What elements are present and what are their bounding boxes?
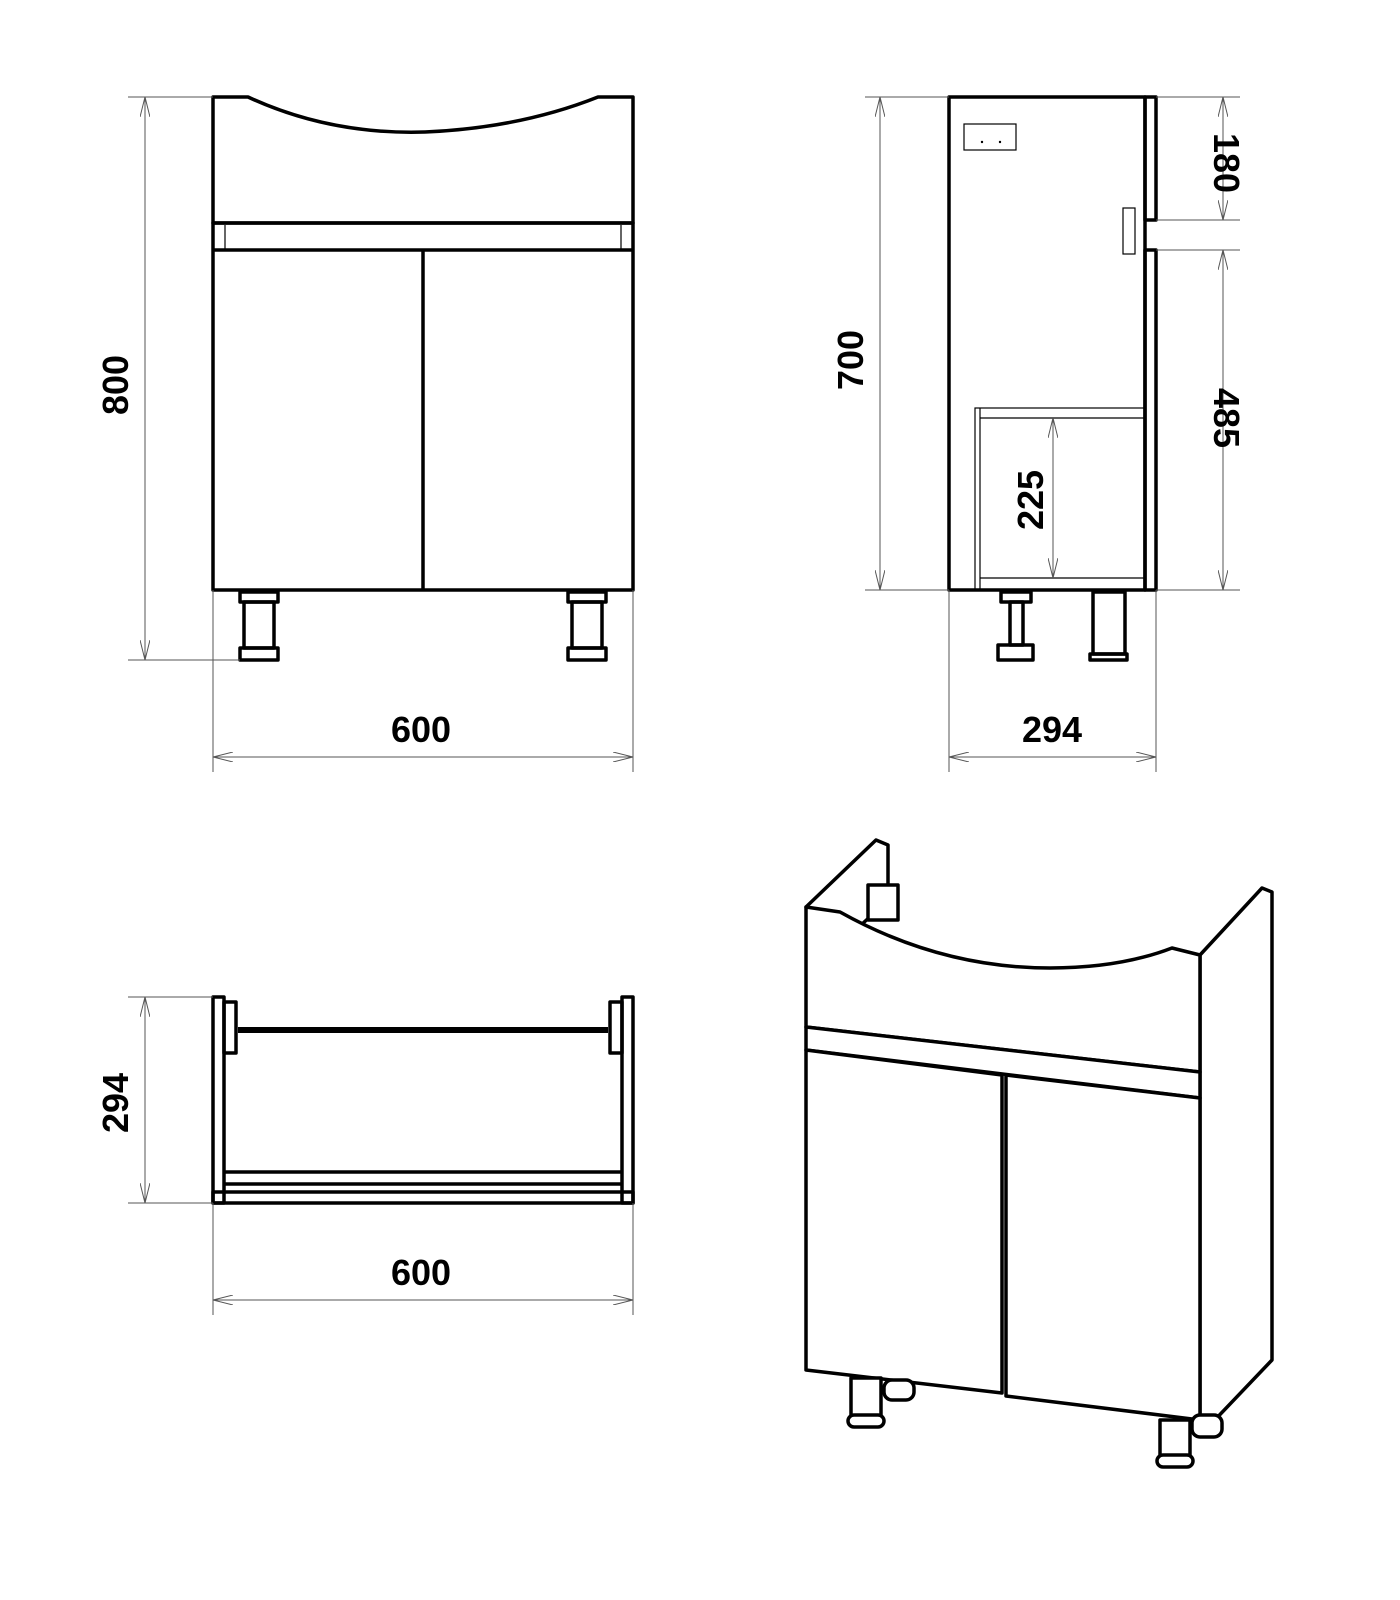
shelf	[974, 407, 1146, 591]
dim-height-700: 700	[830, 330, 871, 390]
right-side-panel	[1198, 886, 1274, 1427]
leg-left	[238, 590, 280, 662]
dim-shelf-225: 225	[1010, 470, 1051, 530]
iso-top-panel	[804, 905, 1202, 1074]
leg-adjustable	[996, 590, 1035, 662]
iso-door-left	[804, 1048, 1004, 1395]
dim-width-600: 600	[391, 709, 451, 750]
dim-depth-294-top: 294	[95, 1073, 136, 1133]
iso-legs	[846, 1376, 1224, 1469]
side-view: 225 700 180 485 294	[830, 95, 1247, 772]
front-view: 800 600	[95, 95, 635, 772]
dim-top-180: 180	[1206, 133, 1247, 193]
dim-height-800: 800	[95, 355, 136, 415]
leg-back	[1088, 590, 1129, 662]
leg-right	[566, 590, 608, 662]
handle	[1122, 207, 1136, 255]
top-panel-edge	[1143, 95, 1158, 222]
dim-lower-485: 485	[1206, 388, 1247, 448]
iso-view	[804, 838, 1274, 1469]
dim-depth-294: 294	[1022, 709, 1082, 750]
top-view: 294 600	[95, 995, 635, 1315]
door-edge	[1143, 248, 1158, 592]
cabinet-top-panel	[211, 95, 635, 225]
iso-door-right	[1004, 1073, 1202, 1422]
dim-width-600-top: 600	[391, 1252, 451, 1293]
